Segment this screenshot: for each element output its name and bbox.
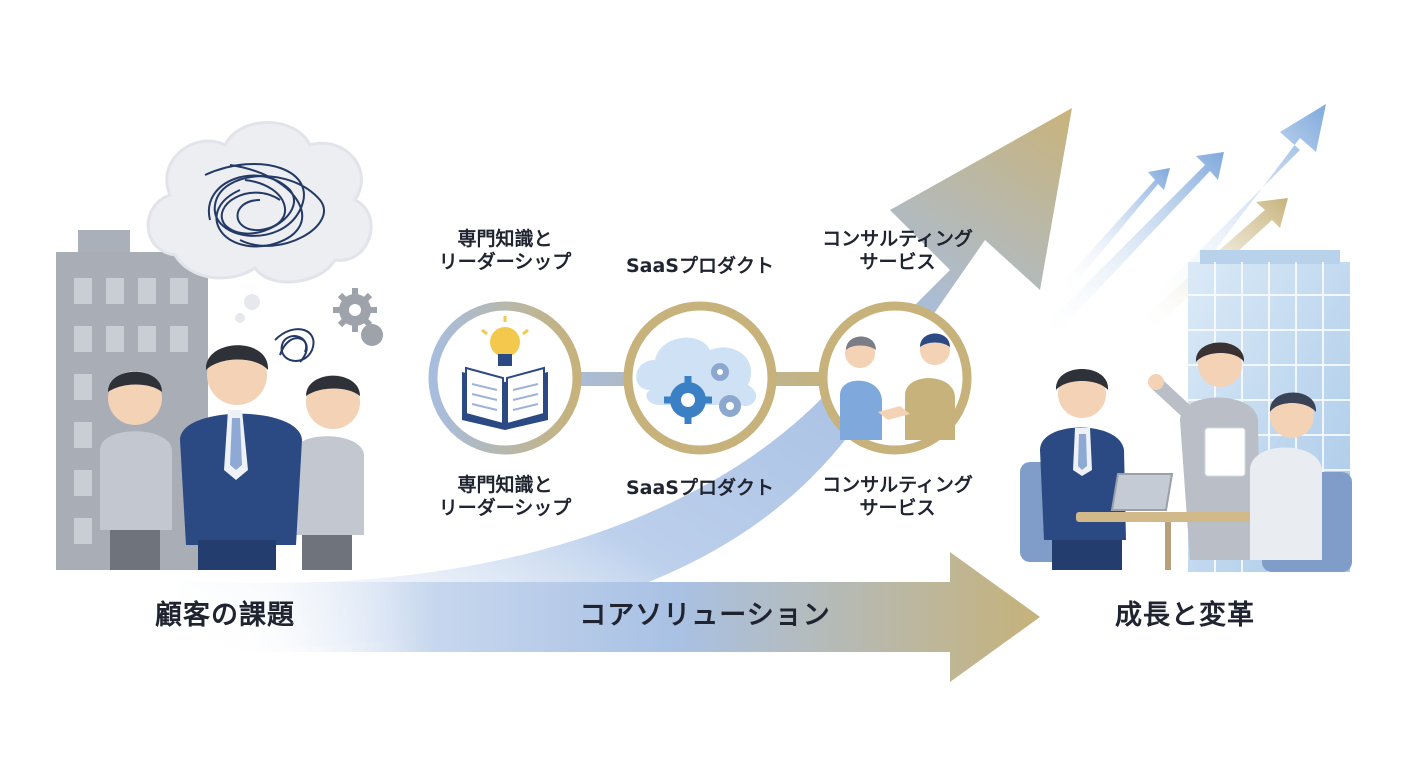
gears-icon: [333, 288, 383, 346]
cloud-gears-icon: [636, 337, 757, 424]
stage-label-challenge: 顧客の課題: [155, 600, 295, 631]
pillar-label-line: コンサルティング: [822, 474, 973, 496]
stage-label-outcome: 成長と変革: [1115, 600, 1255, 631]
pillar-label-line: 専門知識と: [457, 474, 553, 496]
meeting-table: [1076, 512, 1266, 570]
pillar-label-saas-bottom: SaaSプロダクト: [615, 477, 785, 500]
office-building-icon: [56, 230, 208, 570]
pillar-label-consulting-bottom: コンサルティング サービス: [805, 474, 990, 520]
handshake-icon: [840, 333, 955, 440]
smiling-businessman: [1040, 369, 1126, 570]
seated-colleague: [1250, 392, 1322, 560]
horizontal-arrow: [230, 552, 1040, 682]
pillar-label-expertise-bottom: 専門知識と リーダーシップ: [425, 474, 585, 520]
pillar-label-line: 専門知識と: [457, 228, 553, 250]
pillar-label-line: リーダーシップ: [438, 251, 572, 274]
pillar-label-line: サービス: [859, 251, 936, 274]
pillar-label-saas-top: SaaSプロダクト: [615, 255, 785, 278]
pillar-circle-consulting: [818, 301, 972, 455]
small-tangle-icon: [274, 328, 315, 363]
pillar-label-line: SaaSプロダクト: [625, 255, 774, 277]
pillar-label-line: リーダーシップ: [438, 497, 572, 520]
stage-label-solution: コアソリューション: [579, 600, 831, 631]
stressed-employee-right: [292, 375, 364, 570]
book-lightbulb-icon: [462, 316, 548, 430]
pillar-label-line: SaaSプロダクト: [625, 477, 774, 499]
pillar-circle-saas: [623, 301, 777, 455]
pillar-label-expertise-top: 専門知識と リーダーシップ: [425, 228, 585, 274]
stressed-manager: [180, 345, 302, 570]
pillar-label-consulting-top: コンサルティング サービス: [805, 228, 990, 274]
pillar-label-line: サービス: [859, 497, 936, 520]
laptop-icon: [1110, 473, 1174, 511]
pillar-circle-expertise: [428, 301, 582, 455]
pillar-label-line: コンサルティング: [822, 228, 973, 250]
tangled-thought-cloud-icon: [146, 121, 373, 323]
stressed-employee-left: [100, 371, 172, 570]
